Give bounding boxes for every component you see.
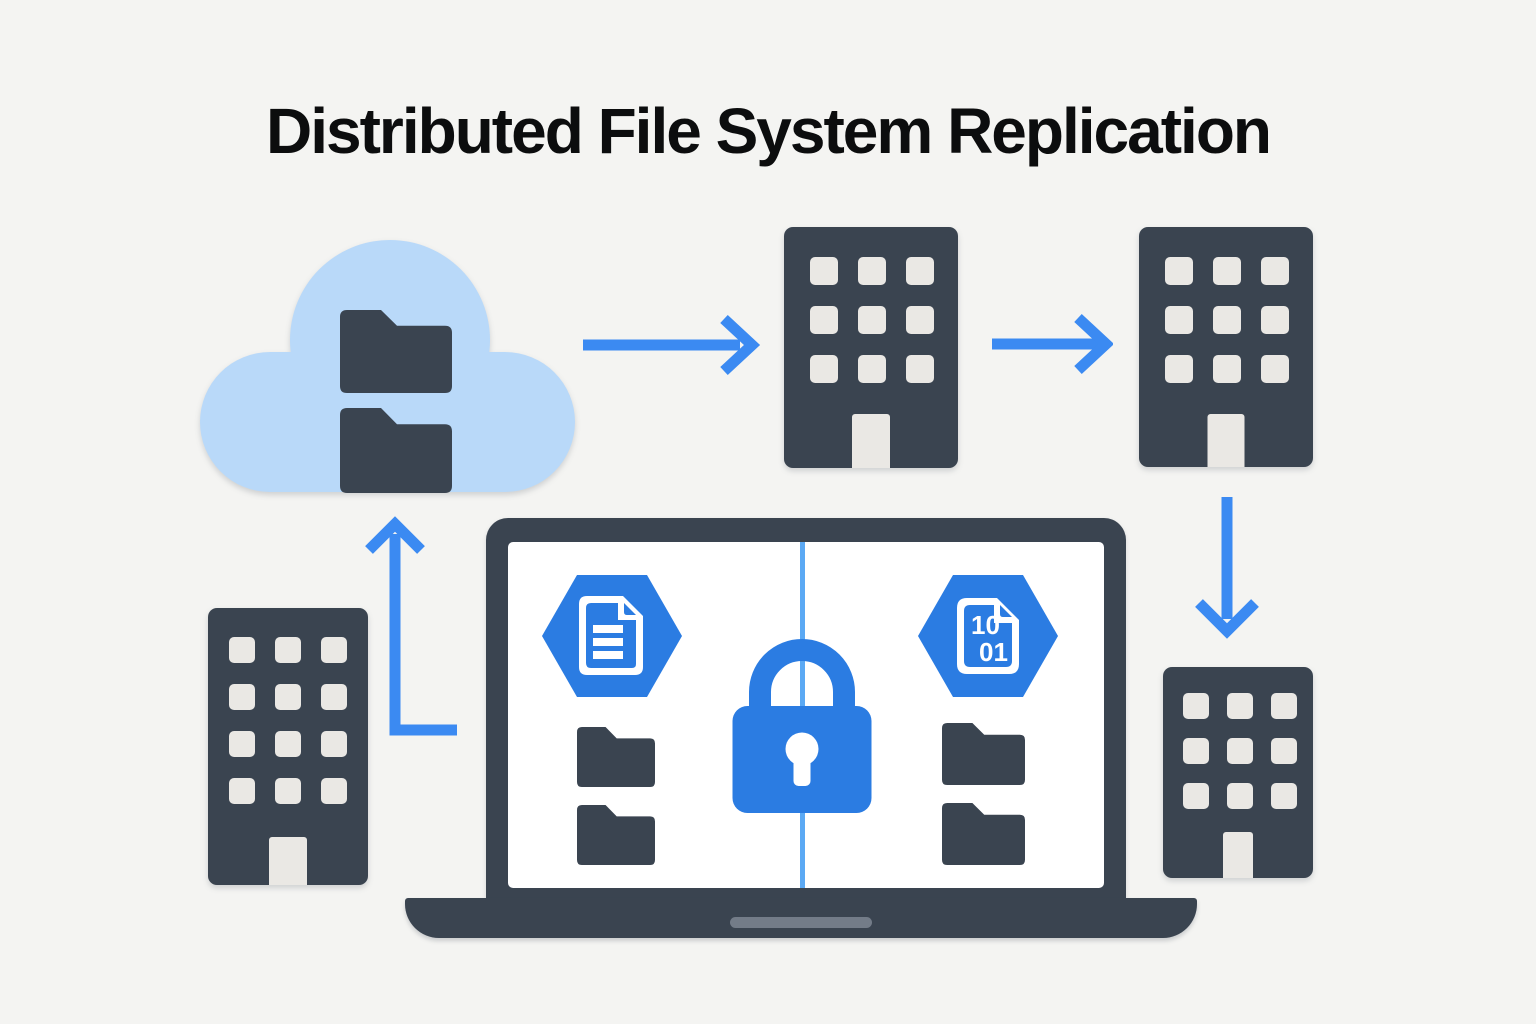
building-windows (810, 257, 934, 383)
building-window (275, 684, 301, 710)
building-window (810, 355, 838, 383)
building-window (906, 306, 934, 334)
building-window (1261, 257, 1289, 285)
arrow-down-icon (1195, 497, 1259, 639)
folder-icon (942, 723, 1025, 785)
document-icon (542, 575, 682, 697)
building-window (1165, 257, 1193, 285)
folder-icon (340, 310, 452, 393)
building-window (229, 731, 255, 757)
building-windows (1183, 693, 1297, 809)
building-window (1261, 306, 1289, 334)
building-icon (1163, 667, 1313, 878)
binary-text-line2: 01 (979, 637, 1008, 667)
folder-icon (577, 805, 655, 865)
page-title: Distributed File System Replication (266, 95, 1272, 167)
building-window (321, 637, 347, 663)
building-window (906, 355, 934, 383)
building-door (1207, 414, 1245, 467)
arrow-up-elbow-icon (365, 516, 457, 736)
building-window (906, 257, 934, 285)
building-window (1213, 306, 1241, 334)
building-windows (1165, 257, 1289, 383)
building-window (1271, 693, 1297, 719)
building-window (1183, 738, 1209, 764)
building-window (810, 306, 838, 334)
building-window (1213, 257, 1241, 285)
building-window (321, 778, 347, 804)
building-icon (1139, 227, 1313, 467)
building-window (858, 306, 886, 334)
building-door (269, 837, 307, 885)
lock-icon (732, 639, 872, 813)
arrow-right-icon (583, 314, 761, 376)
building-window (810, 257, 838, 285)
building-window (321, 684, 347, 710)
building-window (858, 257, 886, 285)
laptop-base (405, 898, 1197, 938)
building-window (1261, 355, 1289, 383)
building-icon (784, 227, 958, 468)
folder-icon (942, 803, 1025, 865)
building-window (1271, 783, 1297, 809)
laptop-notch (730, 917, 872, 928)
building-icon (208, 608, 368, 885)
building-window (275, 637, 301, 663)
building-door (1223, 832, 1253, 878)
building-window (858, 355, 886, 383)
building-window (229, 778, 255, 804)
arrow-right-icon (992, 313, 1113, 375)
building-window (1183, 783, 1209, 809)
building-window (275, 731, 301, 757)
building-window (1165, 355, 1193, 383)
binary-file-icon: 10 01 (918, 575, 1058, 697)
building-door (852, 414, 890, 468)
building-window (1227, 693, 1253, 719)
building-window (1213, 355, 1241, 383)
building-window (1183, 693, 1209, 719)
building-window (1165, 306, 1193, 334)
building-window (1227, 783, 1253, 809)
building-window (1271, 738, 1297, 764)
building-window (229, 684, 255, 710)
building-window (1227, 738, 1253, 764)
binary-text-line1: 10 (971, 610, 1000, 640)
building-windows (229, 637, 347, 804)
building-window (321, 731, 347, 757)
building-window (229, 637, 255, 663)
building-window (275, 778, 301, 804)
folder-icon (340, 408, 452, 493)
folder-icon (577, 727, 655, 787)
